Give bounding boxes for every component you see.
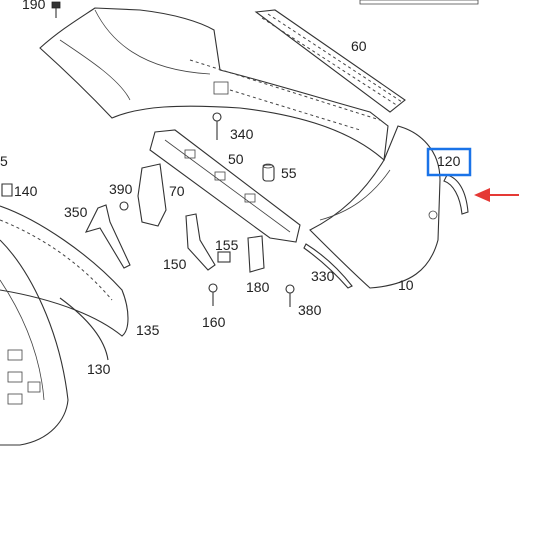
label-50: 50 — [228, 151, 244, 167]
label-130: 130 — [87, 361, 111, 377]
nut-55 — [262, 163, 275, 182]
label-155: 155 — [215, 237, 239, 253]
bracket-70 — [119, 163, 167, 227]
bumper-cover-10 — [309, 125, 441, 289]
label-140: 140 — [14, 183, 38, 199]
label-180: 180 — [246, 279, 270, 295]
screw-190 — [51, 1, 61, 18]
bracket-350 — [84, 204, 131, 269]
label-390: 390 — [109, 181, 133, 197]
label-60: 60 — [351, 38, 367, 54]
bumper-cover-upper — [39, 0, 479, 162]
screw-340 — [212, 112, 222, 140]
pointer-arrow — [474, 188, 519, 202]
label-340: 340 — [230, 126, 254, 142]
highlight-box-120 — [426, 147, 472, 177]
diffuser-strip-60 — [254, 9, 406, 113]
label-150: 150 — [163, 256, 187, 272]
clip-140 — [1, 183, 13, 197]
clip-155 — [217, 251, 231, 263]
screw-160 — [208, 283, 218, 306]
label-120: 120 — [437, 153, 461, 169]
part-120-trim — [443, 174, 469, 215]
impact-bar-50 — [149, 129, 301, 243]
label-5: 5 — [0, 153, 8, 169]
label-160: 160 — [202, 314, 226, 330]
label-10: 10 — [398, 277, 414, 293]
bracket-150 — [185, 213, 216, 271]
strip-330 — [303, 243, 353, 289]
label-330: 330 — [311, 268, 335, 284]
label-135: 135 — [136, 322, 160, 338]
label-190: 190 — [22, 0, 46, 12]
label-350: 350 — [64, 204, 88, 220]
label-55: 55 — [281, 165, 297, 181]
bracket-180 — [247, 235, 265, 273]
screw-380 — [285, 284, 295, 307]
label-380: 380 — [298, 302, 322, 318]
lower-bumper-cover — [0, 205, 129, 446]
label-70: 70 — [169, 183, 185, 199]
